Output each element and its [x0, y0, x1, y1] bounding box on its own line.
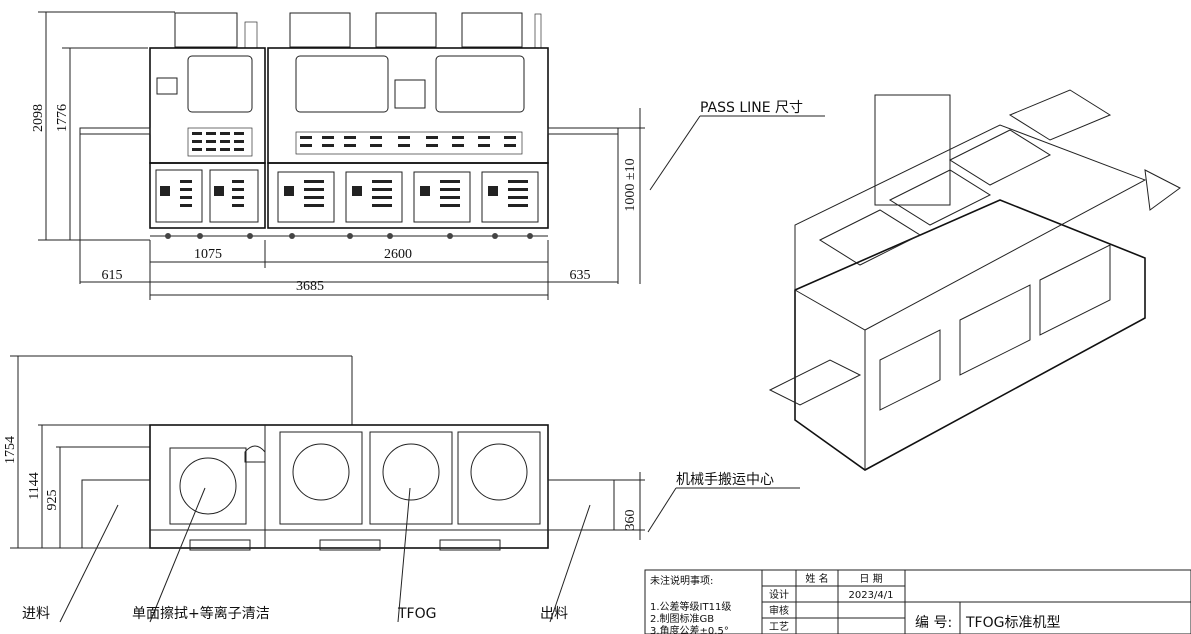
label-inlet: 进料	[22, 606, 50, 622]
row-design: 设计	[769, 588, 789, 601]
callout-robot-center: 机械手搬运中心	[676, 472, 774, 488]
notes-title: 未注说明事项:	[650, 574, 713, 587]
dim-depth-total: 1754	[3, 436, 18, 464]
row-design-date: 2023/4/1	[849, 590, 894, 601]
row-review: 审核	[769, 604, 789, 617]
title-block: 未注说明事项: 1.公差等级IT11级 2.制图标准GB 3.角度公差±0.5°…	[644, 569, 1191, 634]
note-3: 3.角度公差±0.5°	[650, 624, 729, 634]
row-process: 工艺	[769, 621, 789, 633]
number-label: 编 号:	[915, 615, 952, 631]
label-outlet: 出料	[540, 606, 568, 622]
dim-conveyor-offset: 360	[623, 510, 638, 531]
dim-right-conveyor: 635	[570, 268, 591, 283]
label-station-tfog: TFOG	[397, 606, 436, 622]
label-station-wipe: 单面擦拭+等离子清洁	[132, 605, 270, 622]
dim-left-module: 1075	[194, 247, 222, 262]
note-1: 1.公差等级IT11级	[650, 600, 731, 613]
dim-height-total: 2098	[31, 104, 46, 132]
top-view: 1754 1144 925 360 机械手搬运中心 进料	[3, 355, 800, 623]
dim-right-module: 2600	[384, 247, 412, 262]
front-view: 2098 1776	[31, 11, 825, 300]
dim-pass-line: 1000 ±10	[623, 158, 638, 211]
dim-depth-body: 1144	[27, 472, 42, 499]
dim-height-body: 1776	[55, 104, 70, 132]
isometric-view	[768, 89, 1181, 471]
number-value: TFOG标准机型	[965, 615, 1060, 631]
dim-conveyor-width: 925	[45, 490, 60, 511]
head-name: 姓 名	[805, 572, 828, 585]
head-date: 日 期	[859, 573, 882, 585]
callout-pass-line: PASS LINE 尺寸	[700, 100, 803, 116]
dim-total-width: 3685	[296, 279, 324, 294]
note-2: 2.制图标准GB	[650, 612, 714, 625]
dim-left-conveyor: 615	[102, 268, 123, 283]
